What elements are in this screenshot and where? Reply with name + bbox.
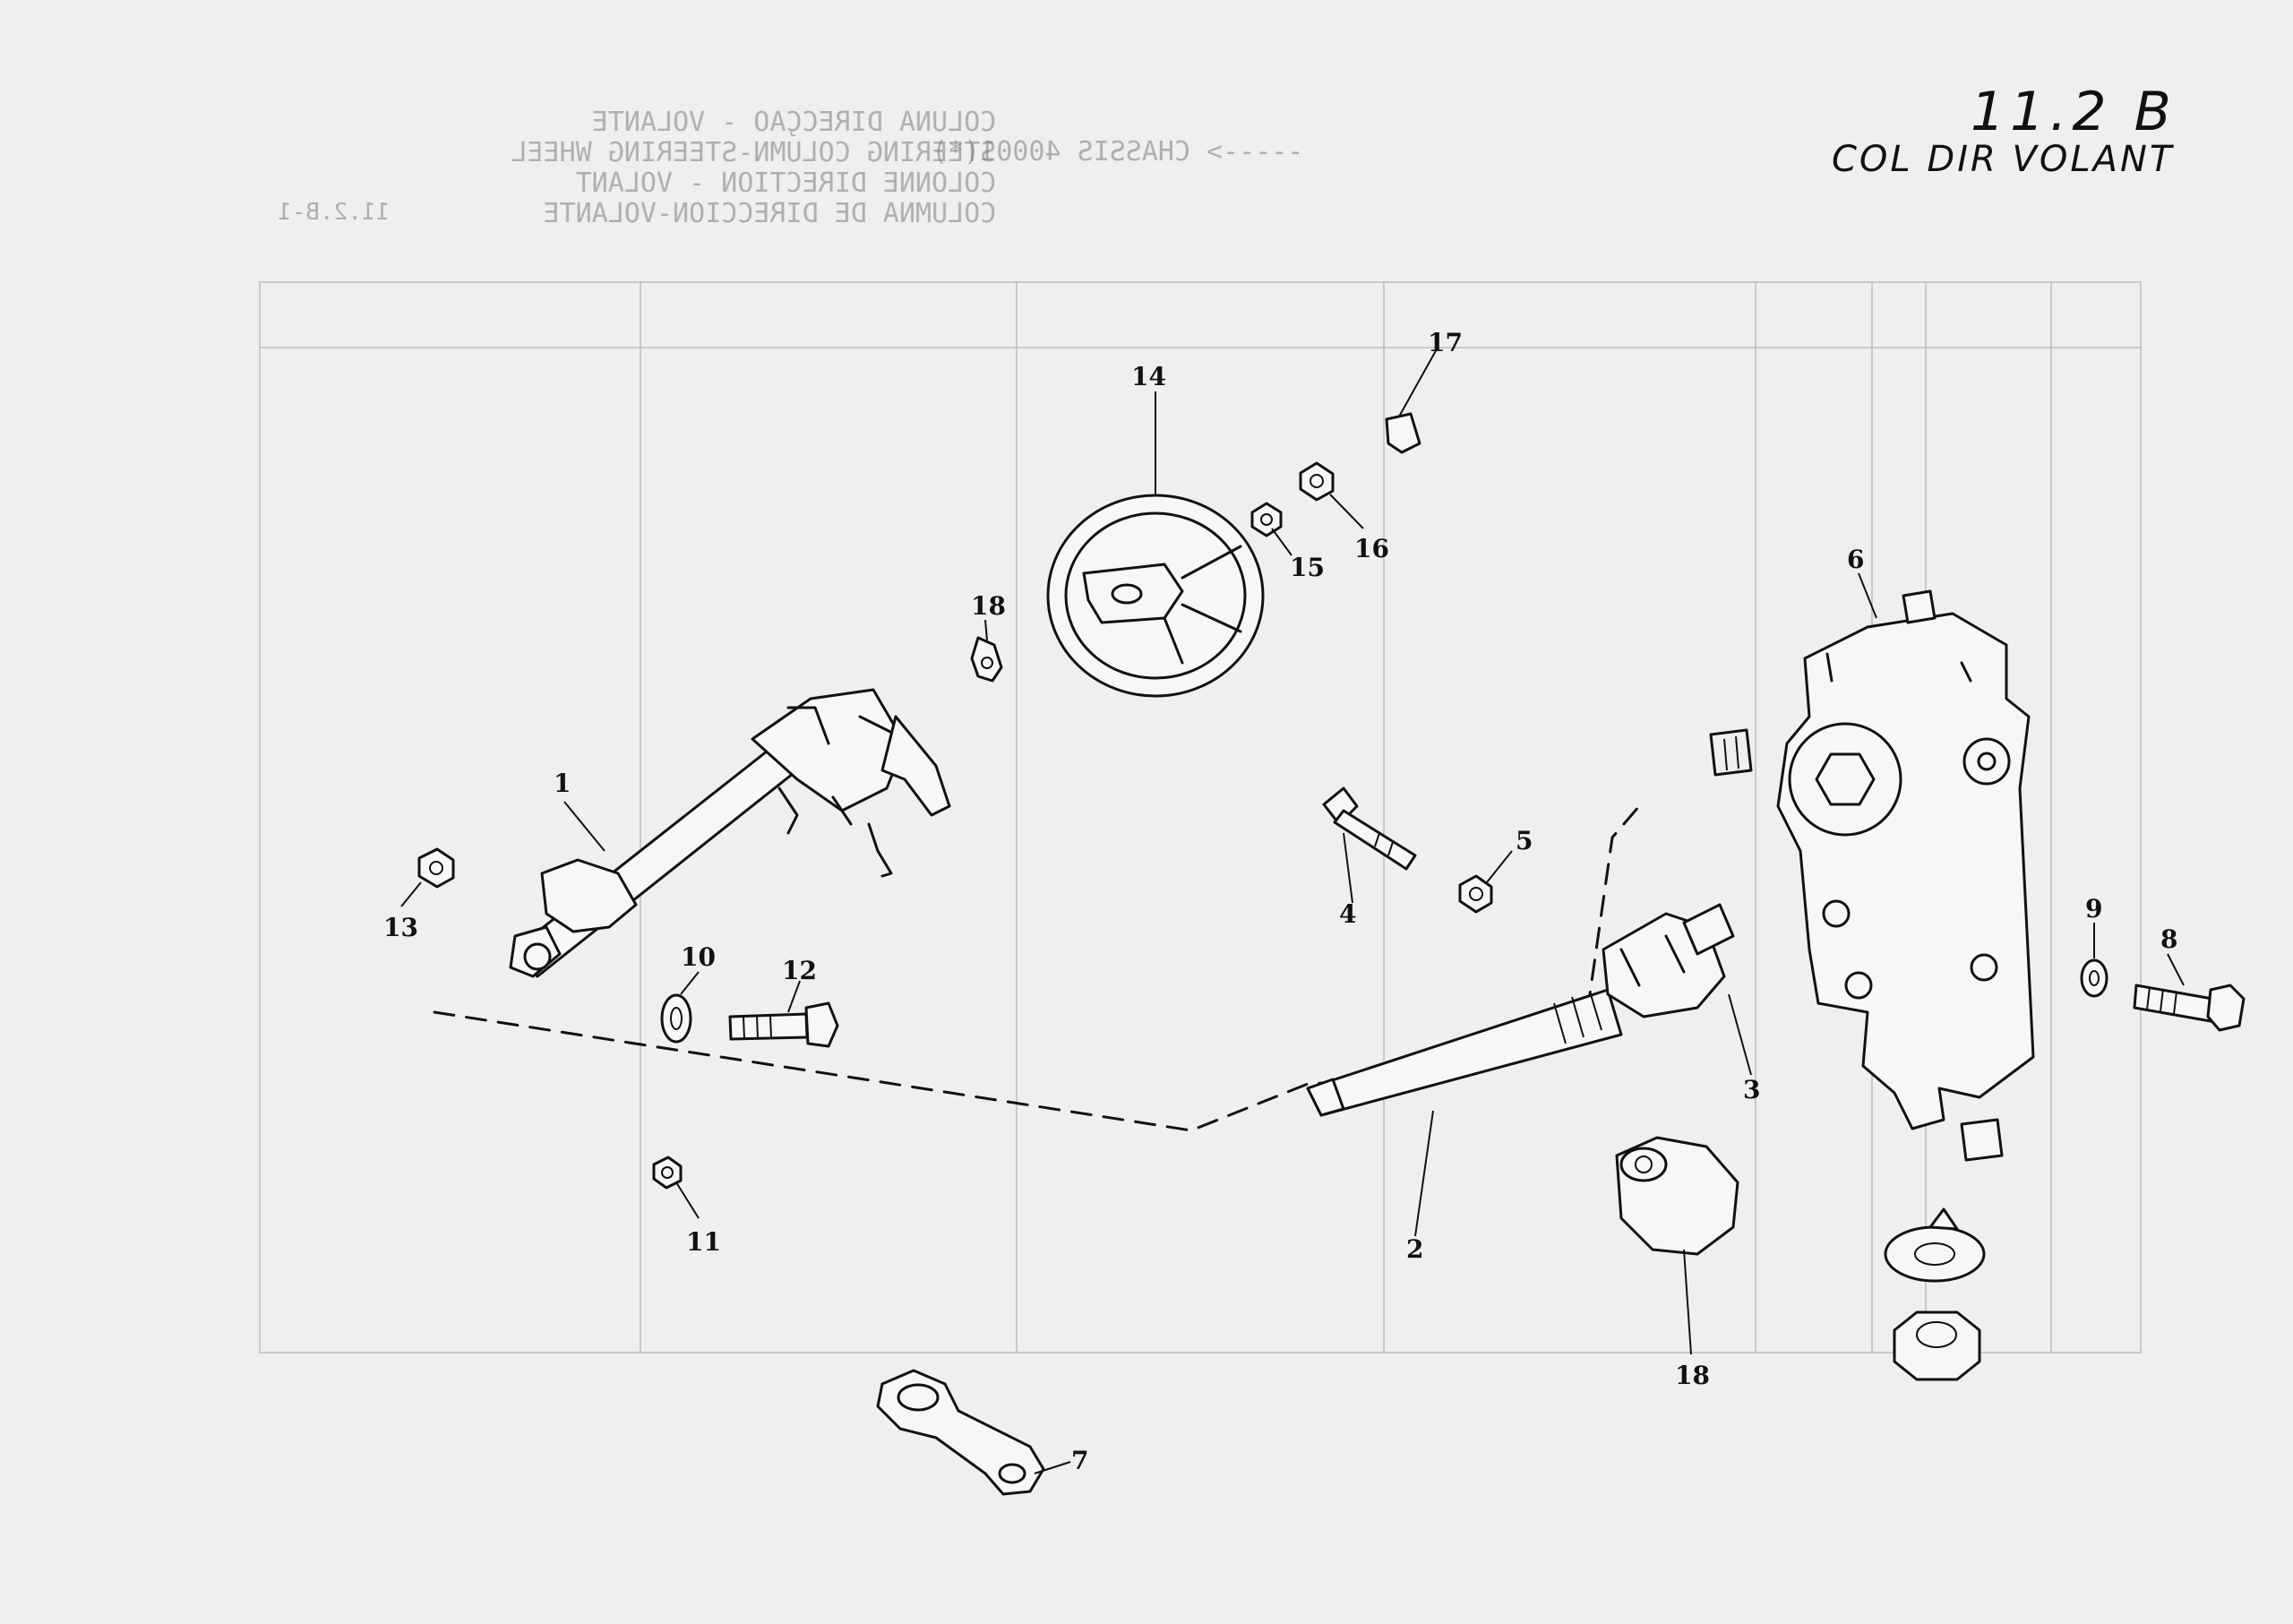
- part-castle-nut: [1893, 1310, 1981, 1381]
- part-nut: [417, 847, 455, 889]
- callout-9: 9: [2085, 894, 2102, 924]
- part-steering-column: [509, 688, 951, 978]
- part-horn-cover: [1385, 412, 1421, 454]
- callout-16: 16: [1354, 534, 1389, 563]
- part-bolt: [2133, 984, 2246, 1032]
- callout-6: 6: [1847, 545, 1864, 574]
- callout-1: 1: [554, 769, 571, 798]
- part-steering-gear-box: [1709, 589, 2035, 1162]
- part-nut: [1299, 461, 1335, 502]
- part-boss-collar: [1615, 1136, 1739, 1256]
- part-nut: [652, 1156, 683, 1190]
- leader-lines: [400, 347, 2185, 1474]
- callout-4: 4: [1339, 899, 1356, 929]
- callout-11: 11: [686, 1227, 721, 1257]
- part-universal-joint: [1602, 903, 1735, 1018]
- part-washer: [2080, 958, 2108, 998]
- callout-2: 2: [1406, 1234, 1423, 1264]
- part-steering-wheel: [1046, 494, 1265, 698]
- callout-18: 18: [971, 591, 1006, 621]
- callout-3: 3: [1743, 1075, 1760, 1104]
- part-pitman-arm: [876, 1369, 1045, 1496]
- assembly-path-line: [433, 804, 1641, 1132]
- part-washer: [660, 993, 692, 1044]
- callout-7: 7: [1071, 1446, 1088, 1475]
- callout-labels: 1 2 3 4 5 6 7 8 9 10 11 12 13 14 15 16 1…: [383, 328, 2177, 1475]
- callout-8: 8: [2160, 924, 2177, 954]
- callout-18-lower: 18: [1675, 1361, 1710, 1390]
- part-lock-washer: [1884, 1207, 1986, 1283]
- callout-13: 13: [383, 913, 418, 942]
- part-bolt: [1322, 786, 1417, 871]
- callout-15: 15: [1290, 553, 1325, 582]
- part-lower-shaft: [1306, 988, 1623, 1117]
- handwritten-section-code: 11.2 B: [1971, 81, 2177, 143]
- callout-10: 10: [681, 942, 716, 972]
- part-clip: [970, 636, 1003, 683]
- part-nut: [1250, 502, 1283, 537]
- callout-5: 5: [1516, 826, 1533, 855]
- callout-14: 14: [1131, 362, 1166, 391]
- handwritten-section-title: COL DIR VOLANT: [1832, 139, 2175, 180]
- callout-12: 12: [782, 956, 817, 985]
- callout-17: 17: [1428, 328, 1463, 357]
- part-bolt: [728, 1001, 839, 1048]
- part-nut: [1458, 874, 1493, 914]
